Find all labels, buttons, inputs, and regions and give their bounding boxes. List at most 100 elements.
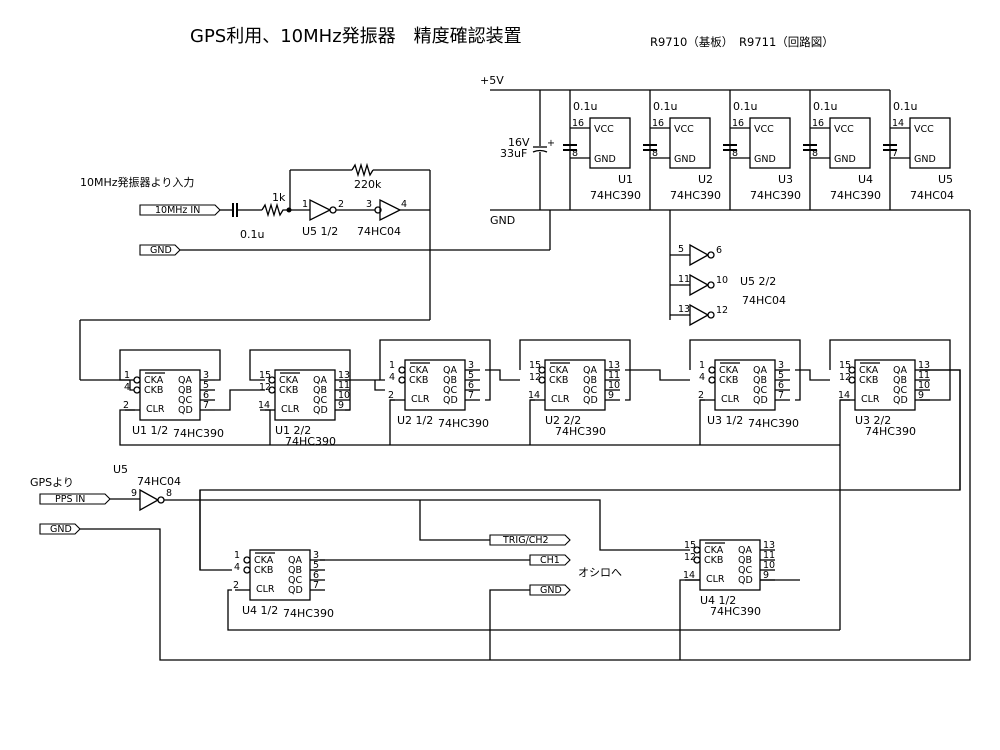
pin-name: QD <box>753 395 768 406</box>
pin-name: CLR <box>411 394 430 405</box>
pin-name: CKA <box>409 365 429 376</box>
pin-label: 3 <box>778 360 784 371</box>
pin-name: QB <box>893 375 907 386</box>
pin-name: CKB <box>144 385 163 396</box>
pin-name: QC <box>313 395 327 406</box>
pin-label: 11 <box>918 370 930 381</box>
pin-name: CKA <box>279 375 299 386</box>
pin-label: 11 <box>763 550 775 561</box>
resistor-220k-icon <box>351 162 374 178</box>
pin-label: 9 <box>608 390 614 401</box>
pin-name: QC <box>753 385 767 396</box>
pin-label: 8 <box>732 148 738 159</box>
pin-name: QB <box>443 375 457 386</box>
pin-name: QA <box>583 365 597 376</box>
ic-part: 74HC390 <box>670 189 721 202</box>
pin-label: 6 <box>716 245 722 256</box>
gps-caption: GPSより <box>30 476 74 489</box>
pin-name: QC <box>738 565 752 576</box>
pin-name: QC <box>893 385 907 396</box>
counter-wiring <box>80 339 961 630</box>
pin-label: 1 <box>302 199 308 210</box>
pin-label: 10 <box>338 390 350 401</box>
pin-name: GND <box>674 154 696 165</box>
port-gnd-scope[interactable] <box>529 584 571 596</box>
port-pps-in[interactable] <box>39 493 111 505</box>
port-trig-ch2[interactable] <box>489 534 571 546</box>
svg-text:+: + <box>547 138 555 149</box>
pin-name: GND <box>754 154 776 165</box>
pin-name: QA <box>178 375 192 386</box>
pin-name: QC <box>443 385 457 396</box>
page-title: GPS利用、10MHz発振器 精度確認装置 <box>190 26 522 47</box>
unit-label: U4 1/2 <box>242 604 278 617</box>
pin-name: QA <box>893 365 907 376</box>
power-section: +5V GND + 16V 33uF 0.1u168VCCGNDU174HC39… <box>480 74 970 227</box>
pin-name: QA <box>288 555 302 566</box>
pin-name: CLR <box>861 394 880 405</box>
pin-label: 1 <box>124 370 130 381</box>
coupling-capacitor-icon <box>232 203 238 217</box>
pin-name: QB <box>753 375 767 386</box>
pin-label: 10 <box>608 380 620 391</box>
part-label: 74HC390 <box>865 425 916 438</box>
pin-label: 6 <box>313 570 319 581</box>
pin-label: 4 <box>389 372 395 383</box>
pin-label: 14 <box>528 390 540 401</box>
pin-name: CKB <box>859 375 878 386</box>
pin-name: QB <box>178 385 192 396</box>
port-ch1[interactable] <box>529 554 571 566</box>
pin-label: 5 <box>203 380 209 391</box>
pin-label: 8 <box>166 488 172 499</box>
pin-label: 2 <box>338 199 344 210</box>
pin-name: CKB <box>279 385 298 396</box>
pin-label: 6 <box>203 390 209 401</box>
u5-part-label: 74HC04 <box>357 225 401 238</box>
pin-label: 15 <box>259 370 271 381</box>
pin-label: 4 <box>401 199 407 210</box>
pin-name: GND <box>594 154 616 165</box>
part-label: 74HC390 <box>555 425 606 438</box>
ic-power-box <box>589 117 631 169</box>
inverter-icon <box>379 198 402 222</box>
ic-power-box <box>829 117 871 169</box>
pin-name: VCC <box>834 124 854 135</box>
pin-name: CKA <box>144 375 164 386</box>
port-gnd-input[interactable] <box>139 244 181 256</box>
part-label: 74HC390 <box>173 427 224 440</box>
pin-label: 1 <box>234 550 240 561</box>
unit-label: U2 2/2 <box>545 414 581 427</box>
pin-label: 16 <box>652 118 664 129</box>
pin-label: 12 <box>684 552 696 563</box>
bulk-cap-value: 33uF <box>500 147 527 160</box>
pin-label: 15 <box>839 360 851 371</box>
pin-name: CKB <box>254 565 273 576</box>
pin-name: CLR <box>146 404 165 415</box>
ic-part: 74HC04 <box>910 189 954 202</box>
pin-label: 8 <box>652 148 658 159</box>
pin-label: 7 <box>892 148 898 159</box>
pin-label: 6 <box>778 380 784 391</box>
pin-label: 8 <box>812 148 818 159</box>
pin-label: 14 <box>683 570 695 581</box>
outputs: TRIG/CH2 CH1 GND オシロへ <box>199 490 840 660</box>
pin-label: 4 <box>124 382 130 393</box>
pin-name: CKA <box>859 365 879 376</box>
pin-label: 2 <box>698 390 704 401</box>
port-10mhz-in-label: 10MHz IN <box>155 205 200 216</box>
pin-label: 6 <box>468 380 474 391</box>
port-10mhz-in[interactable] <box>139 204 221 216</box>
coupling-cap-value: 0.1u <box>240 228 264 241</box>
pin-name: VCC <box>594 124 614 135</box>
port-gnd-gps[interactable] <box>39 523 81 535</box>
pin-name: QB <box>583 375 597 386</box>
port-ch1-label: CH1 <box>540 555 560 566</box>
input-stage: 10MHz発振器より入力 10MHz IN 0.1u 1k 220k 1 2 3 <box>79 162 551 380</box>
pin-name: GND <box>834 154 856 165</box>
gps-stage: GPSより U5 74HC04 PPS IN 9 8 GND <box>30 210 971 661</box>
scope-caption: オシロへ <box>578 566 622 579</box>
